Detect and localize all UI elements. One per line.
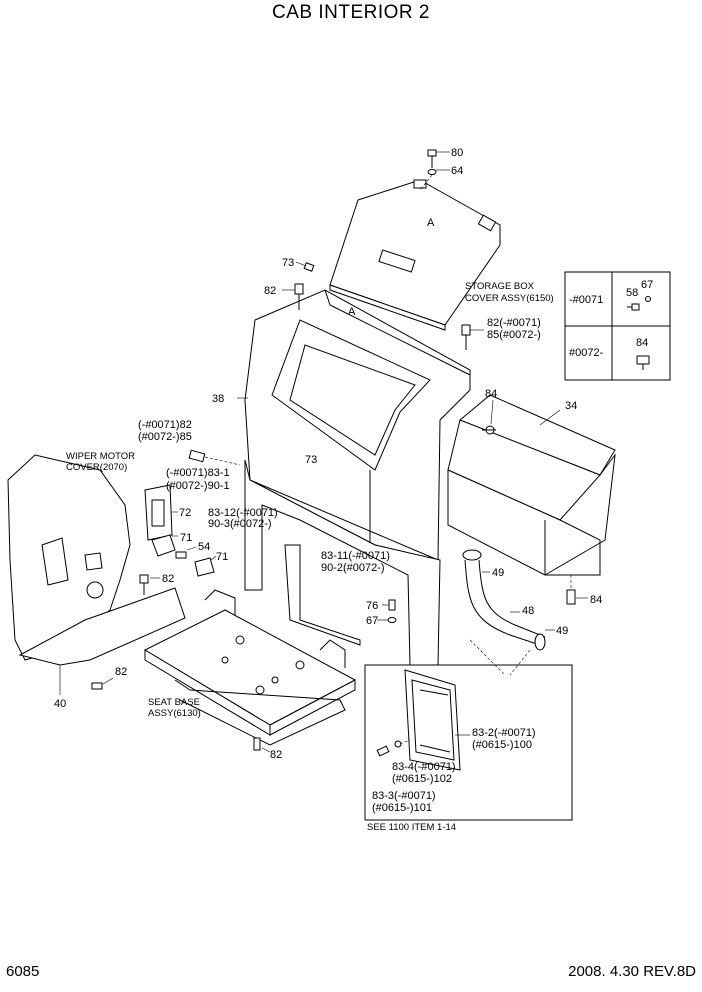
label-101: (#0615-)101 — [372, 802, 432, 814]
seat-base-label-1: SEAT BASE — [148, 697, 200, 708]
bracket-83 — [244, 459, 441, 666]
label-82-c: 82 — [162, 573, 174, 585]
label-71-a: 71 — [180, 532, 192, 544]
label-48: 48 — [522, 605, 534, 617]
variant-row1-67: 67 — [641, 279, 653, 291]
label-a-2: A — [348, 306, 356, 318]
rear-panel-38 — [237, 289, 471, 561]
label-90-3: 90-3(#0072-) — [208, 518, 272, 530]
variant-row2-84: 84 — [636, 337, 648, 349]
label-82-85-2: 85(#0072-) — [487, 329, 541, 341]
label-83-4: 83-4(-#0071) — [392, 761, 456, 773]
variant-row1-58: 58 — [626, 287, 638, 299]
label-38: 38 — [212, 393, 224, 405]
label-82-e: 82 — [270, 749, 282, 761]
variant-row1-serial: -#0071 — [569, 294, 603, 306]
label-83-1: (-#0071)83-1 — [166, 467, 230, 479]
storage-box-label-2: COVER ASSY(6150) — [465, 293, 554, 304]
variant-table — [564, 271, 671, 381]
label-82-85-1: 82(-#0071) — [487, 317, 541, 329]
label-102: (#0615-)102 — [392, 773, 452, 785]
page-title: CAB INTERIOR 2 — [272, 2, 430, 23]
label-67: 67 — [366, 615, 378, 627]
label-90-2: 90-2(#0072-) — [321, 562, 385, 574]
seat-base-label-2: ASSY(6130) — [148, 708, 201, 719]
wiper-motor-cover-40 — [7, 454, 186, 695]
label-83-3: 83-3(-#0071) — [372, 790, 436, 802]
page-code: 6085 — [6, 963, 40, 980]
label-82-85-alt-2: (#0072-)85 — [138, 431, 192, 443]
label-64: 64 — [451, 165, 463, 177]
label-83-2: 83-2(-#0071) — [472, 727, 536, 739]
label-72: 72 — [179, 507, 191, 519]
storage-box-34 — [447, 394, 616, 576]
detail-box — [364, 639, 573, 821]
label-54: 54 — [198, 541, 210, 553]
label-73-b: 73 — [305, 454, 317, 466]
label-49-b: 49 — [556, 625, 568, 637]
bolt-84-lower — [566, 575, 588, 605]
variant-row2-serial: #0072- — [569, 347, 604, 359]
label-84-a: 84 — [485, 388, 497, 400]
label-80: 80 — [451, 147, 463, 159]
label-82-85-alt-1: (-#0071)82 — [138, 419, 192, 431]
seat-base — [143, 589, 357, 746]
label-84-b: 84 — [590, 594, 602, 606]
switch-group — [144, 484, 217, 577]
fasteners — [91, 261, 484, 753]
label-90-1: (#0072-)90-1 — [166, 480, 230, 492]
label-49-a: 49 — [492, 567, 504, 579]
label-76: 76 — [366, 600, 378, 612]
label-73-a: 73 — [282, 257, 294, 269]
label-82-a: 82 — [264, 285, 276, 297]
label-83-11: 83-11(-#0071) — [321, 550, 390, 562]
label-100: (#0615-)100 — [472, 739, 532, 751]
storage-box-cover — [329, 149, 501, 331]
label-82-d: 82 — [115, 666, 127, 678]
wiper-label-1: WIPER MOTOR — [66, 451, 135, 462]
label-34: 34 — [565, 400, 577, 412]
wiper-label-2: COVER(2070) — [66, 462, 127, 473]
see-reference: SEE 1100 ITEM 1-14 — [367, 822, 456, 833]
label-a-1: A — [427, 217, 435, 229]
revision-date: 2008. 4.30 REV.8D — [568, 963, 696, 980]
storage-box-label-1: STORAGE BOX — [465, 281, 535, 292]
label-83-12: 83-12(-#0071) — [208, 507, 278, 519]
label-40: 40 — [54, 698, 66, 710]
label-71-b: 71 — [216, 551, 228, 563]
hose-48 — [462, 549, 555, 651]
